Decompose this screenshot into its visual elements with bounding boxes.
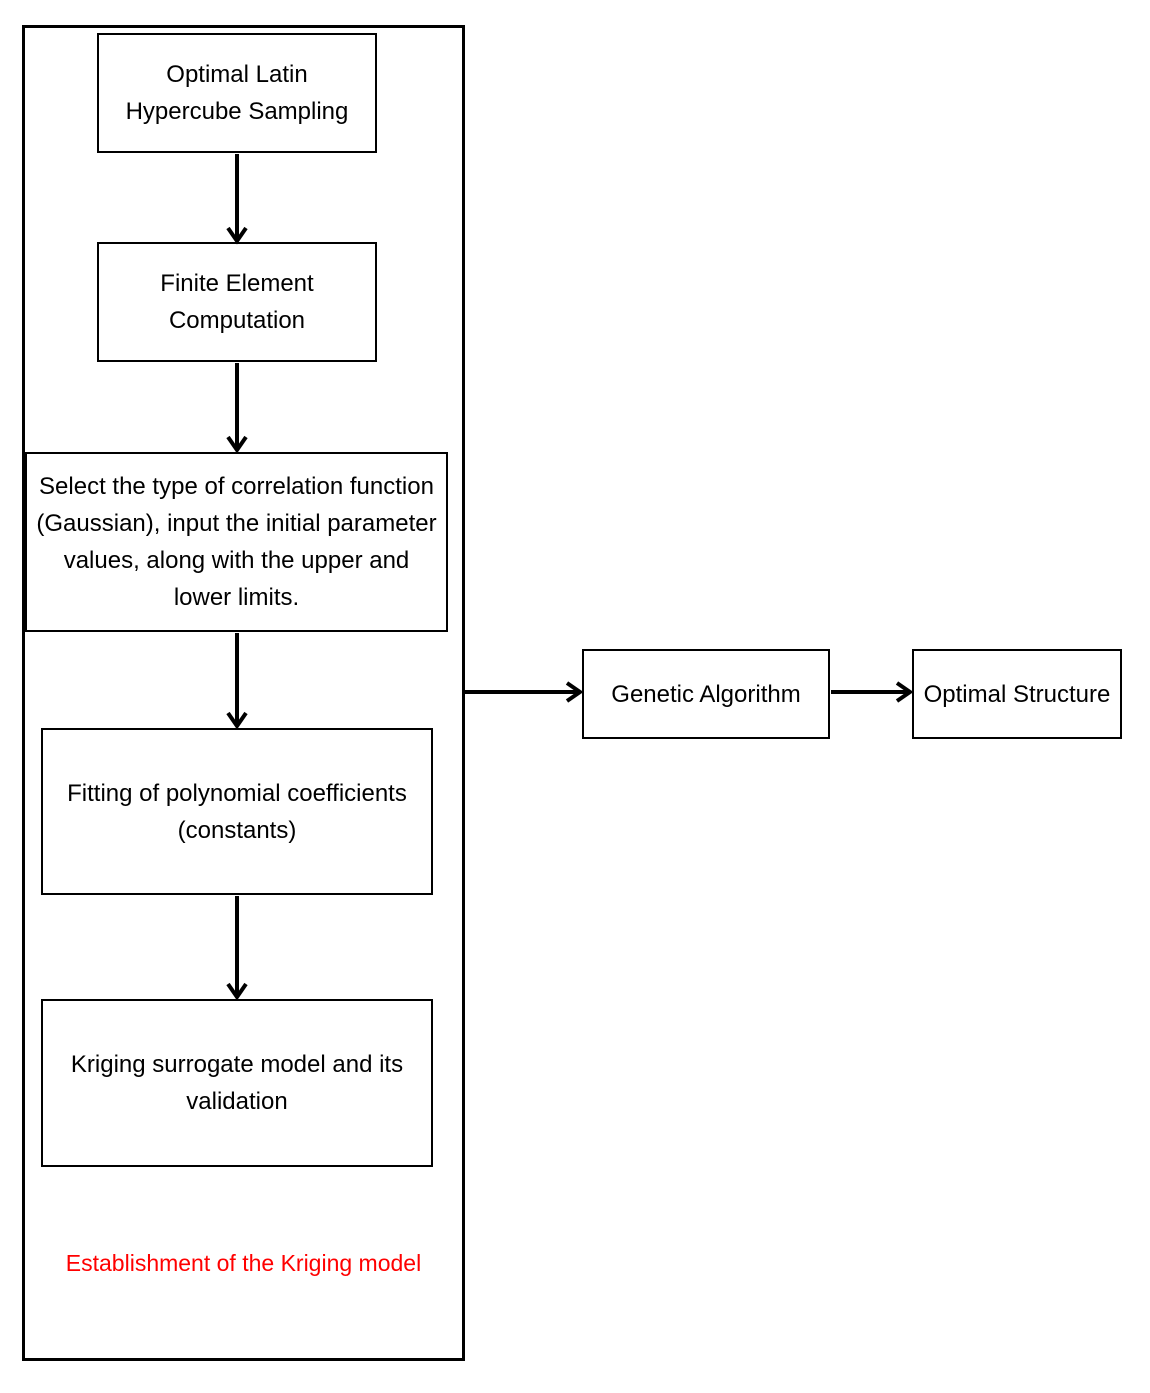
node-label: Genetic Algorithm	[611, 680, 801, 708]
step-label-line: values, along with the upper and	[63, 547, 410, 574]
step-label-line: Computation	[168, 307, 306, 334]
step-label-line: Hypercube Sampling	[125, 98, 349, 125]
step-label: Kriging surrogate model and its validati…	[71, 1046, 403, 1120]
node-genetic-algorithm: Genetic Algorithm	[582, 649, 830, 739]
step-correlation-function-selection: Select the type of correlation function …	[25, 452, 448, 632]
group-caption-establishment-kriging: Establishment of the Kriging model	[65, 1250, 422, 1276]
step-label-line: (Gaussian), input the initial parameter	[36, 510, 437, 537]
step-label-line: Kriging surrogate model and its	[70, 1051, 404, 1078]
step-label-line: Fitting of polynomial coefficients	[67, 779, 407, 807]
step-label: Select the type of correlation function …	[36, 468, 436, 616]
node-optimal-structure: Optimal Structure	[912, 649, 1122, 739]
step-label-line: lower limits.	[173, 584, 300, 611]
step-label-line: validation	[186, 1088, 288, 1115]
step-optimal-latin-hypercube-sampling: Optimal Latin Hypercube Sampling	[97, 33, 377, 153]
step-label-line: Finite Element	[160, 270, 314, 297]
step-label-line: Select the type of correlation function	[39, 473, 434, 500]
step-label: Fitting of polynomial coefficients (cons…	[67, 775, 407, 849]
step-label: Finite Element Computation	[160, 265, 313, 339]
step-kriging-surrogate-model: Kriging surrogate model and its validati…	[41, 999, 433, 1167]
step-label-line: (constants)	[177, 816, 297, 844]
node-label: Optimal Structure	[923, 680, 1111, 708]
step-label: Optimal Latin Hypercube Sampling	[126, 56, 349, 130]
step-finite-element-computation: Finite Element Computation	[97, 242, 377, 362]
step-polynomial-coefficients-fitting: Fitting of polynomial coefficients (cons…	[41, 728, 433, 895]
step-label-line: Optimal Latin	[166, 61, 308, 88]
